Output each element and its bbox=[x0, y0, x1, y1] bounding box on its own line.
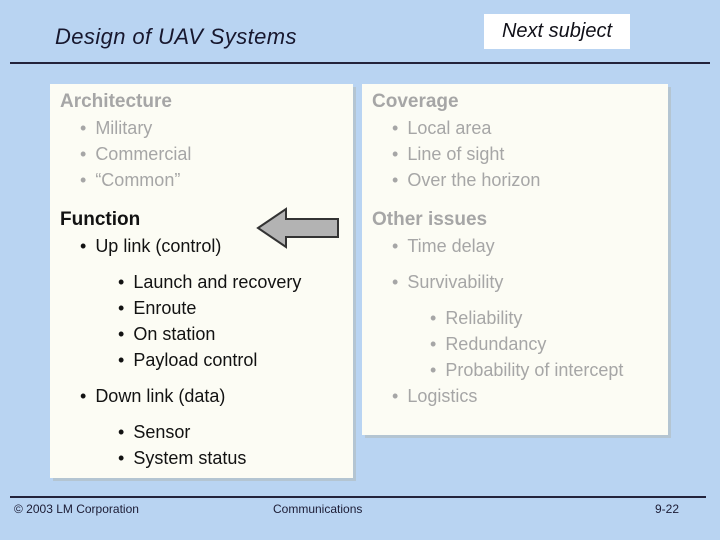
bullet-label: Logistics bbox=[407, 386, 478, 406]
bullet-item: • “Common” bbox=[58, 167, 345, 193]
bullet-icon: • bbox=[392, 170, 399, 190]
bullet-label: Redundancy bbox=[445, 334, 547, 354]
footer-copyright: © 2003 LM Corporation bbox=[14, 502, 139, 516]
bullet-item: • Launch and recovery bbox=[58, 269, 345, 295]
bullet-icon: • bbox=[430, 360, 437, 380]
bullet-label: Payload control bbox=[133, 350, 258, 370]
bullet-label: “Common” bbox=[95, 170, 181, 190]
bullet-icon: • bbox=[392, 118, 399, 138]
bullet-item: • Payload control bbox=[58, 347, 345, 373]
bullet-icon: • bbox=[80, 118, 87, 138]
footer-section-label: Communications bbox=[273, 502, 363, 516]
bullet-icon: • bbox=[392, 272, 399, 292]
bullet-icon: • bbox=[118, 448, 125, 468]
bullet-item: • Survivability bbox=[370, 269, 660, 295]
bullet-icon: • bbox=[80, 386, 87, 406]
bullet-item: • Redundancy bbox=[370, 331, 660, 357]
bullet-label: Over the horizon bbox=[407, 170, 541, 190]
bullet-item: • Commercial bbox=[58, 141, 345, 167]
bullet-icon: • bbox=[430, 308, 437, 328]
bullet-icon: • bbox=[80, 144, 87, 164]
bullet-icon: • bbox=[80, 170, 87, 190]
bullet-item: • Local area bbox=[370, 115, 660, 141]
footer-page-number: 9-22 bbox=[655, 502, 680, 516]
bullet-item: • Enroute bbox=[58, 295, 345, 321]
bullet-label: Military bbox=[95, 118, 153, 138]
bullet-item: • Military bbox=[58, 115, 345, 141]
bullet-label: Commercial bbox=[95, 144, 192, 164]
bullet-item: • Down link (data) bbox=[58, 383, 345, 409]
bullet-icon: • bbox=[118, 422, 125, 442]
bullet-icon: • bbox=[118, 272, 125, 292]
section-heading: Architecture bbox=[60, 91, 172, 112]
bullet-label: Down link (data) bbox=[95, 386, 226, 406]
bullet-icon: • bbox=[392, 236, 399, 256]
bullet-icon: • bbox=[392, 144, 399, 164]
bullet-item: • Probability of intercept bbox=[370, 357, 660, 383]
bullet-icon: • bbox=[392, 386, 399, 406]
next-subject-button[interactable]: Next subject bbox=[484, 14, 630, 49]
architecture-function-panel: Architecture • Military • Commercial • “Common… bbox=[50, 84, 353, 478]
bullet-label: On station bbox=[133, 324, 216, 344]
bullet-label: Launch and recovery bbox=[133, 272, 302, 292]
section-heading: Other issues bbox=[372, 209, 488, 230]
left-arrow-icon bbox=[255, 206, 341, 251]
bullet-item: • Logistics bbox=[370, 383, 660, 409]
bullet-label: Reliability bbox=[445, 308, 523, 328]
bullet-label: Survivability bbox=[407, 272, 504, 292]
bullet-label: Sensor bbox=[133, 422, 191, 442]
bullet-icon: • bbox=[430, 334, 437, 354]
bullet-label: Line of sight bbox=[407, 144, 505, 164]
coverage-issues-panel: Coverage • Local area • Line of sight • Over t… bbox=[362, 84, 668, 435]
bullet-item: • On station bbox=[58, 321, 345, 347]
bullet-item: • Reliability bbox=[370, 305, 660, 331]
bullet-icon: • bbox=[80, 236, 87, 256]
section-heading: Coverage bbox=[372, 91, 459, 112]
bullet-label: Probability of intercept bbox=[445, 360, 624, 380]
header-divider bbox=[10, 62, 710, 64]
footer-divider bbox=[10, 496, 706, 498]
bullet-label: Time delay bbox=[407, 236, 495, 256]
bullet-item: • Over the horizon bbox=[370, 167, 660, 193]
bullet-label: System status bbox=[133, 448, 247, 468]
section-heading: Function bbox=[60, 209, 141, 230]
bullet-item: • Sensor bbox=[58, 419, 345, 445]
bullet-item: • Up link (control) bbox=[58, 233, 345, 259]
bullet-label: Up link (control) bbox=[95, 236, 222, 256]
bullet-item: • System status bbox=[58, 445, 345, 471]
bullet-icon: • bbox=[118, 350, 125, 370]
page-title: Design of UAV Systems bbox=[55, 24, 297, 49]
bullet-icon: • bbox=[118, 324, 125, 344]
bullet-icon: • bbox=[118, 298, 125, 318]
bullet-item: • Time delay bbox=[370, 233, 660, 259]
bullet-label: Enroute bbox=[133, 298, 197, 318]
bullet-label: Local area bbox=[407, 118, 492, 138]
bullet-item: • Line of sight bbox=[370, 141, 660, 167]
